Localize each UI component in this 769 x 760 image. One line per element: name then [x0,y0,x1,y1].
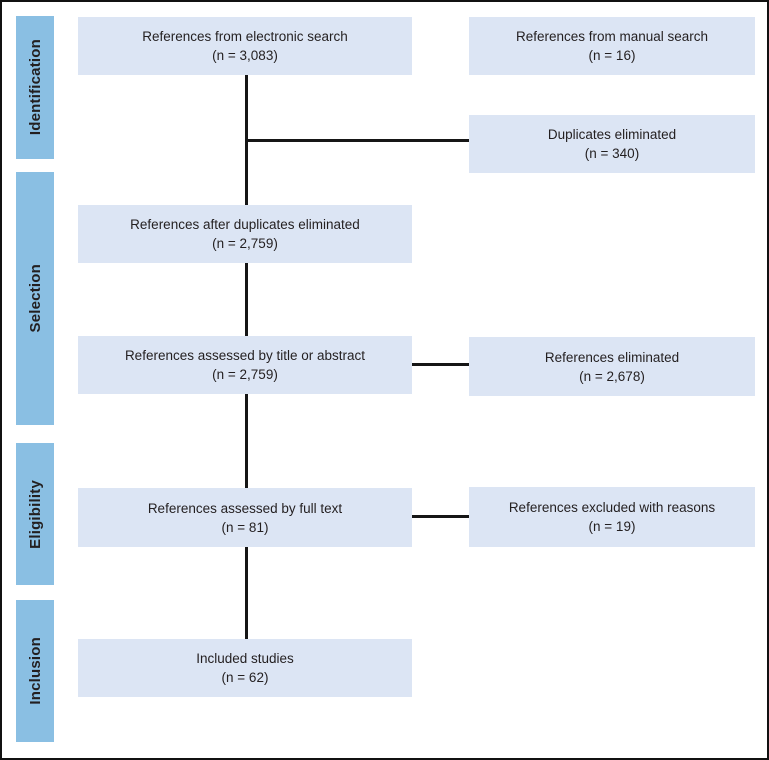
flow-box-text: References assessed by full text [147,500,343,516]
flow-box-count: (n = 19) [588,519,636,534]
stage-label-inclusion: Inclusion [26,637,44,705]
flow-box-references-eliminated: References eliminated (n = 2,678) [469,337,755,396]
flow-box-count: (n = 340) [584,146,640,161]
flow-box-count: (n = 2,759) [212,236,278,251]
flow-box-title-or-abstract: References assessed by title or abstract… [78,336,412,394]
connector-horizontal-to-references-eliminated [412,363,469,366]
connector-vertical-titleabstract-to-fulltext [245,394,248,488]
stage-bar-eligibility: Eligibility [16,443,54,585]
flow-box-text: References excluded with reasons [508,500,716,515]
flow-box-duplicates-eliminated: Duplicates eliminated (n = 340) [469,115,755,173]
stage-bar-identification: Identification [16,16,54,159]
flow-box-count: (n = 2,759) [212,367,278,382]
flow-box-full-text: References assessed by full text (n = 81… [78,488,412,547]
flow-box-manual-search: References from manual search (n = 16) [469,17,755,75]
stage-label-eligibility: Eligibility [26,479,44,549]
connector-horizontal-to-duplicates [246,139,469,142]
flow-box-count: (n = 2,678) [579,368,645,384]
flow-box-electronic-search: References from electronic search (n = 3… [78,17,412,75]
flow-box-count: (n = 81) [221,519,269,535]
flow-box-count: (n = 16) [588,48,636,63]
flow-box-text: References from electronic search [142,29,348,44]
flow-box-text: References eliminated [544,349,680,365]
flow-box-count: (n = 62) [221,670,269,685]
stage-bar-selection: Selection [16,172,54,425]
connector-vertical-fulltext-to-included [245,547,248,639]
flow-box-count: (n = 3,083) [212,48,278,63]
flow-box-after-duplicates: References after duplicates eliminated (… [78,205,412,263]
flow-box-text: References assessed by title or abstract [124,348,366,363]
stage-label-selection: Selection [26,264,44,333]
flow-box-excluded-with-reasons: References excluded with reasons (n = 19… [469,487,755,547]
flow-box-included-studies: Included studies (n = 62) [78,639,412,697]
stage-bar-inclusion: Inclusion [16,600,54,742]
flow-box-text: Duplicates eliminated [547,127,677,142]
stage-label-identification: Identification [26,39,44,136]
connector-vertical-afterdup-to-titleabstract [245,263,248,336]
flow-box-text: References from manual search [515,29,709,44]
flow-box-text: Included studies [196,651,294,666]
flow-box-text: References after duplicates eliminated [130,217,360,232]
connector-horizontal-to-excluded [412,515,469,518]
